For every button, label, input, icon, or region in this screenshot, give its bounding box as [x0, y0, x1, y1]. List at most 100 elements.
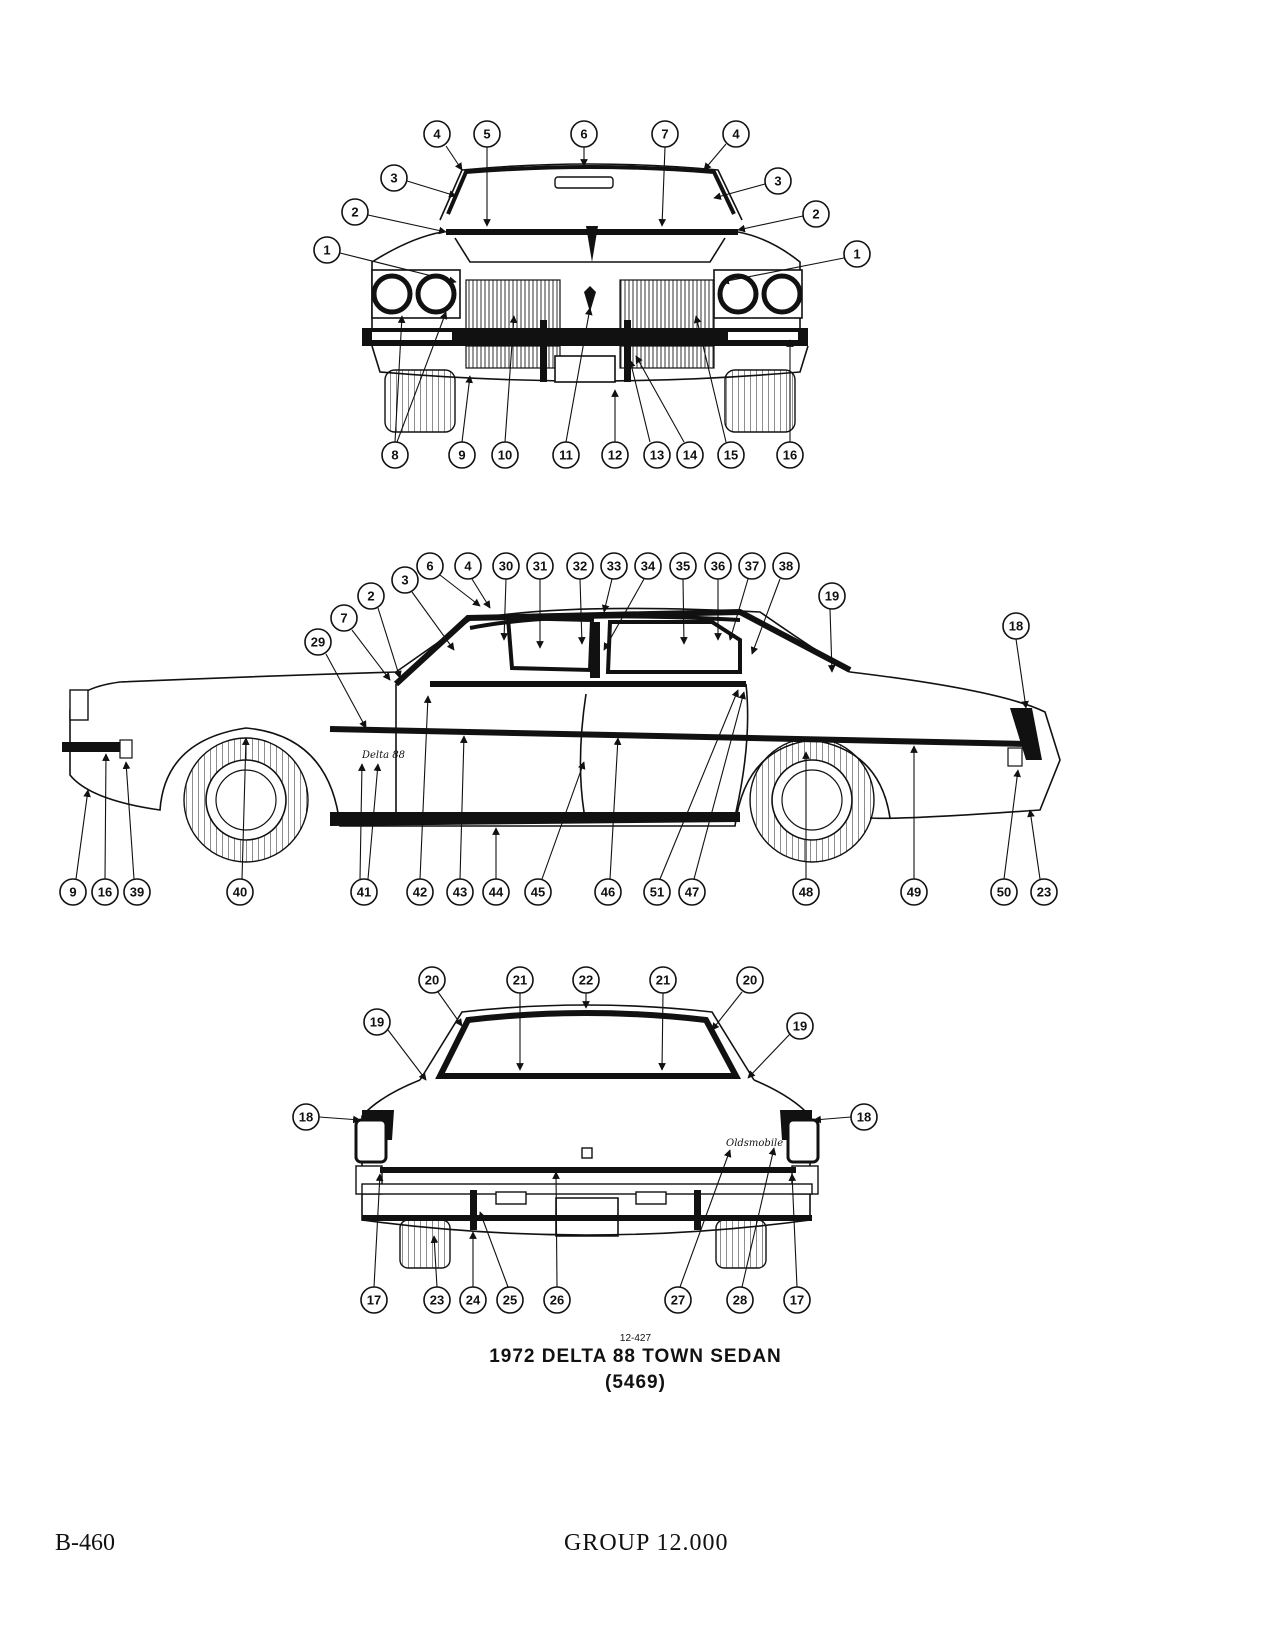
callout-rear-27: 27 [664, 1286, 692, 1314]
svg-text:16: 16 [98, 885, 112, 900]
callout-side-49: 49 [900, 878, 928, 906]
svg-text:19: 19 [370, 1015, 384, 1030]
svg-text:3: 3 [390, 171, 397, 186]
svg-text:3: 3 [401, 573, 408, 588]
callout-rear-25: 25 [496, 1286, 524, 1314]
svg-text:40: 40 [233, 885, 247, 900]
callout-rear-18-right: 18 [850, 1103, 878, 1131]
svg-text:26: 26 [550, 1293, 564, 1308]
svg-text:51: 51 [650, 885, 664, 900]
callout-side-42: 42 [406, 878, 434, 906]
svg-text:1: 1 [853, 247, 860, 262]
svg-text:16: 16 [783, 448, 797, 463]
svg-text:45: 45 [531, 885, 545, 900]
front-right-tire [724, 369, 796, 433]
svg-text:18: 18 [857, 1110, 871, 1125]
callout-front-8: 8 [381, 441, 409, 469]
callout-front-10: 10 [491, 441, 519, 469]
svg-text:9: 9 [458, 448, 465, 463]
callout-front-14: 14 [676, 441, 704, 469]
callout-side-38: 38 [772, 552, 800, 580]
svg-text:48: 48 [799, 885, 813, 900]
figure-title: 1972 DELTA 88 TOWN SEDAN [489, 1346, 782, 1367]
svg-text:18: 18 [1009, 619, 1023, 634]
svg-text:36: 36 [711, 559, 725, 574]
callout-rear-26: 26 [543, 1286, 571, 1314]
callout-side-23: 23 [1030, 878, 1058, 906]
front-callouts: 4 5 6 7 4 3 3 2 2 1 1 8 9 10 11 12 13 [313, 120, 871, 469]
callout-side-34: 34 [634, 552, 662, 580]
callout-front-13: 13 [643, 441, 671, 469]
callout-rear-17-right: 17 [783, 1286, 811, 1314]
svg-text:41: 41 [357, 885, 371, 900]
callout-side-29: 29 [304, 628, 332, 656]
svg-text:21: 21 [513, 973, 527, 988]
callout-side-33: 33 [600, 552, 628, 580]
svg-text:23: 23 [1037, 885, 1051, 900]
callout-front-6: 6 [570, 120, 598, 148]
callout-rear-17-left: 17 [360, 1286, 388, 1314]
svg-text:4: 4 [433, 127, 441, 142]
svg-text:21: 21 [656, 973, 670, 988]
callout-side-18: 18 [1002, 612, 1030, 640]
front-left-tire [384, 369, 456, 433]
side-script-badge: Delta 88 [361, 750, 405, 761]
callout-front-16: 16 [776, 441, 804, 469]
callout-side-2: 2 [357, 582, 385, 610]
callout-rear-18-left: 18 [292, 1103, 320, 1131]
callout-side-46: 46 [594, 878, 622, 906]
callout-side-37: 37 [738, 552, 766, 580]
callout-rear-23: 23 [423, 1286, 451, 1314]
svg-text:17: 17 [790, 1293, 804, 1308]
svg-text:24: 24 [466, 1293, 481, 1308]
callout-front-9: 9 [448, 441, 476, 469]
svg-text:2: 2 [367, 589, 374, 604]
callout-side-51: 51 [643, 878, 671, 906]
svg-text:34: 34 [641, 559, 656, 574]
callout-rear-22: 22 [572, 966, 600, 994]
callout-side-31: 31 [526, 552, 554, 580]
svg-text:2: 2 [812, 207, 819, 222]
svg-text:9: 9 [69, 885, 76, 900]
svg-text:3: 3 [774, 174, 781, 189]
svg-text:11: 11 [559, 448, 573, 463]
svg-text:44: 44 [489, 885, 504, 900]
callout-side-32: 32 [566, 552, 594, 580]
svg-text:31: 31 [533, 559, 547, 574]
svg-text:20: 20 [743, 973, 757, 988]
callout-front-2-left: 2 [341, 198, 369, 226]
callout-front-15: 15 [717, 441, 745, 469]
svg-text:35: 35 [676, 559, 690, 574]
svg-text:14: 14 [683, 448, 698, 463]
callout-front-7: 7 [651, 120, 679, 148]
page-number: B-460 [55, 1530, 115, 1556]
callout-side-39: 39 [123, 878, 151, 906]
callout-rear-19-right: 19 [786, 1012, 814, 1040]
svg-text:6: 6 [580, 127, 587, 142]
svg-text:19: 19 [825, 589, 839, 604]
callout-side-7: 7 [330, 604, 358, 632]
svg-text:15: 15 [724, 448, 738, 463]
svg-text:20: 20 [425, 973, 439, 988]
callout-side-36: 36 [704, 552, 732, 580]
callout-side-48: 48 [792, 878, 820, 906]
svg-text:27: 27 [671, 1293, 685, 1308]
callout-rear-20-left: 20 [418, 966, 446, 994]
svg-text:5: 5 [483, 127, 490, 142]
callout-side-44: 44 [482, 878, 510, 906]
figure-model: (5469) [605, 1372, 666, 1393]
svg-text:37: 37 [745, 559, 759, 574]
rear-view: Oldsmobile [354, 1004, 820, 1269]
svg-text:4: 4 [732, 127, 740, 142]
svg-text:1: 1 [323, 243, 330, 258]
callout-side-47: 47 [678, 878, 706, 906]
callout-side-3: 3 [391, 566, 419, 594]
callout-front-5: 5 [473, 120, 501, 148]
svg-text:42: 42 [413, 885, 427, 900]
svg-text:28: 28 [733, 1293, 747, 1308]
svg-text:8: 8 [391, 448, 398, 463]
svg-text:10: 10 [498, 448, 512, 463]
rear-callouts: 20 21 22 21 20 19 19 18 18 17 23 24 25 2… [292, 966, 878, 1314]
svg-text:13: 13 [650, 448, 664, 463]
svg-text:4: 4 [464, 559, 472, 574]
